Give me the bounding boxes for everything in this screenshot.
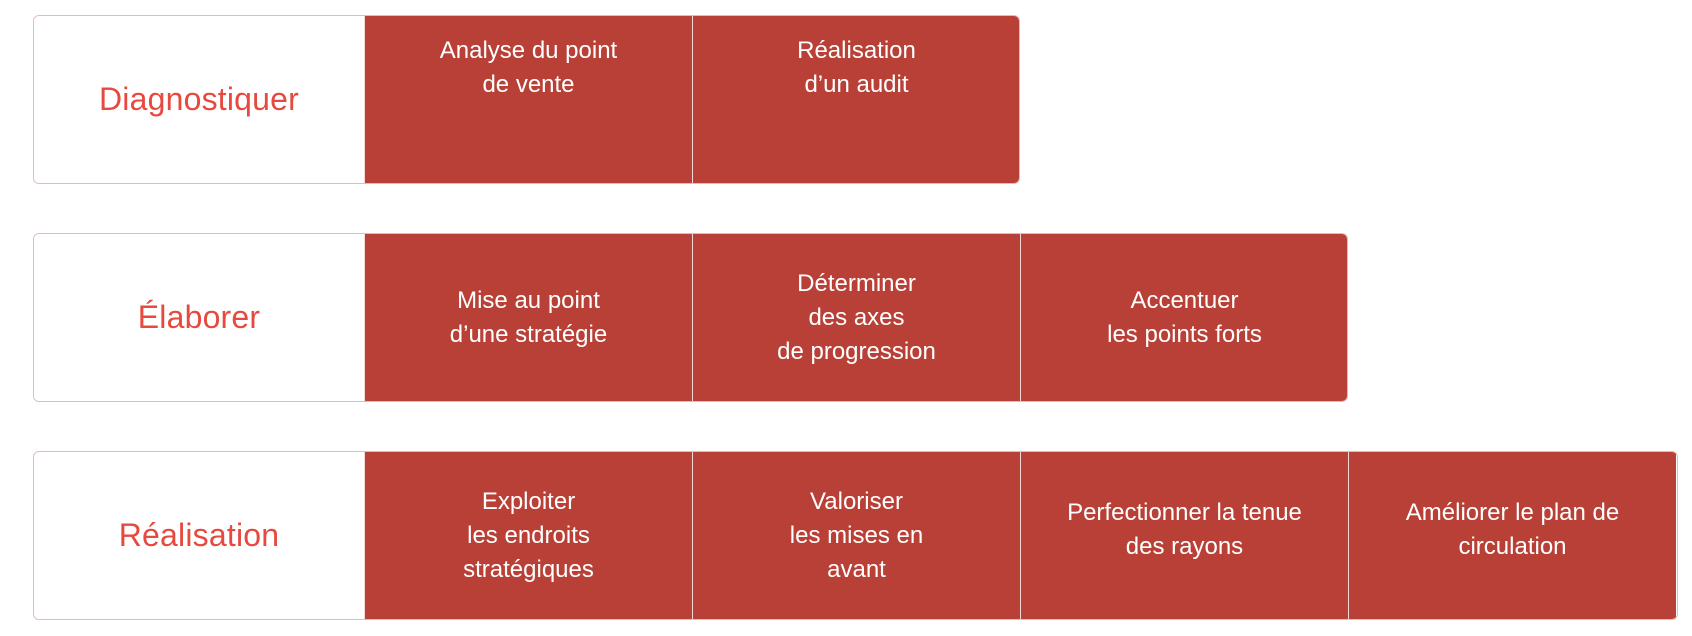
step-text: Déterminer des axes de progression: [777, 269, 936, 365]
step-box: Analyse du point de vente: [364, 16, 692, 183]
row-label-cell: Réalisation: [34, 452, 364, 619]
step-box: Exploiter les endroits stratégiques: [364, 452, 692, 619]
row-label: Réalisation: [118, 517, 280, 553]
row-diagnostiquer: Diagnostiquer Analyse du point de vente …: [33, 15, 1020, 184]
step-text: Accentuer les points forts: [1107, 286, 1262, 348]
step-box: Réalisation d’un audit: [692, 16, 1019, 183]
step-text: Perfectionner la tenue des rayons: [1067, 498, 1302, 560]
row-elaborer: Élaborer Mise au point d’une stratégie D…: [33, 233, 1348, 402]
step-box: Valoriser les mises en avant: [692, 452, 1020, 619]
step-box: Améliorer le plan de circulation: [1348, 452, 1676, 619]
step-text: Exploiter les endroits stratégiques: [463, 487, 594, 583]
step-text: Améliorer le plan de circulation: [1405, 498, 1620, 560]
row-label-cell: Diagnostiquer: [34, 16, 364, 183]
step-box: Accentuer les points forts: [1020, 234, 1347, 401]
row-label-cell: Élaborer: [34, 234, 364, 401]
step-box: Déterminer des axes de progression: [692, 234, 1020, 401]
step-text: Analyse du point de vente: [439, 36, 618, 98]
row-label: Diagnostiquer: [98, 81, 300, 117]
step-box: Mise au point d’une stratégie: [364, 234, 692, 401]
step-text: Mise au point d’une stratégie: [449, 286, 608, 348]
step-text: Réalisation d’un audit: [797, 36, 916, 98]
step-text: Valoriser les mises en avant: [789, 487, 924, 583]
step-box: Perfectionner la tenue des rayons: [1020, 452, 1348, 619]
row-realisation: Réalisation Exploiter les endroits strat…: [33, 451, 1678, 620]
row-label: Élaborer: [137, 299, 261, 335]
